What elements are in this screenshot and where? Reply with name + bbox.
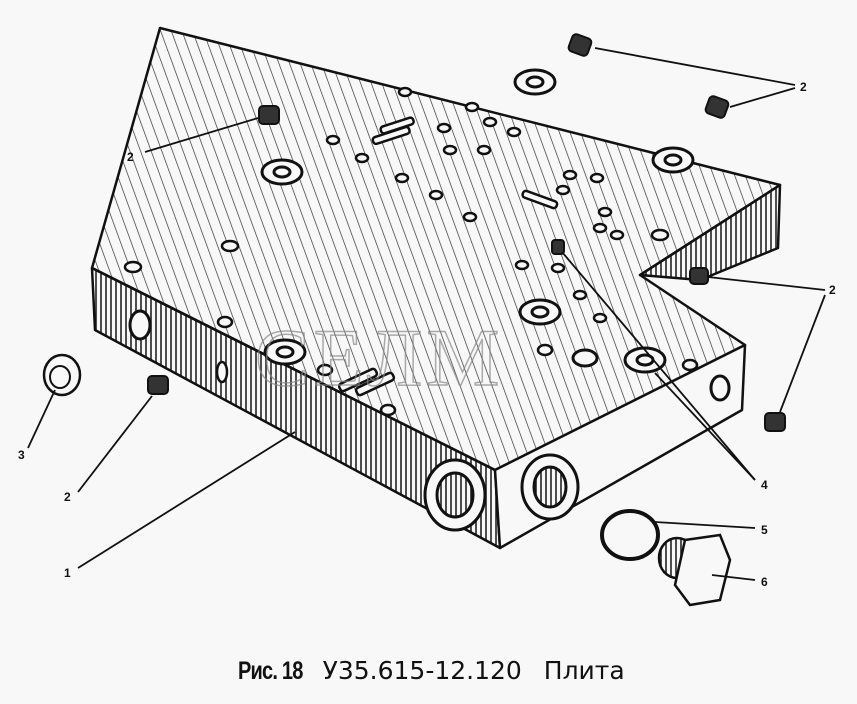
ports bbox=[128, 68, 731, 532]
threaded-plug bbox=[657, 533, 732, 607]
callout-3: 3 bbox=[18, 448, 25, 462]
small-holes bbox=[123, 86, 699, 417]
plugs bbox=[42, 33, 786, 432]
figure-title: Плита bbox=[543, 656, 625, 685]
callout-2: 2 bbox=[800, 80, 807, 94]
figure-label: Рис. 18 bbox=[238, 657, 303, 685]
figure-caption: Рис. 18 У35.615-12.120 Плита bbox=[238, 656, 625, 686]
callout-2: 2 bbox=[127, 150, 134, 164]
callout-2: 2 bbox=[829, 283, 836, 297]
seal-ring bbox=[600, 509, 660, 561]
callout-6: 6 bbox=[761, 575, 768, 589]
callout-1: 1 bbox=[64, 566, 71, 580]
callout-5: 5 bbox=[761, 523, 768, 537]
callout-2: 2 bbox=[64, 490, 71, 504]
callout-numbers: 2 2 2 3 2 1 4 5 6 bbox=[18, 80, 836, 589]
watermark: СЕЛМ bbox=[255, 312, 503, 403]
callout-4: 4 bbox=[761, 478, 768, 492]
part-number: У35.615-12.120 bbox=[322, 656, 522, 685]
leader-lines bbox=[27, 47, 826, 581]
